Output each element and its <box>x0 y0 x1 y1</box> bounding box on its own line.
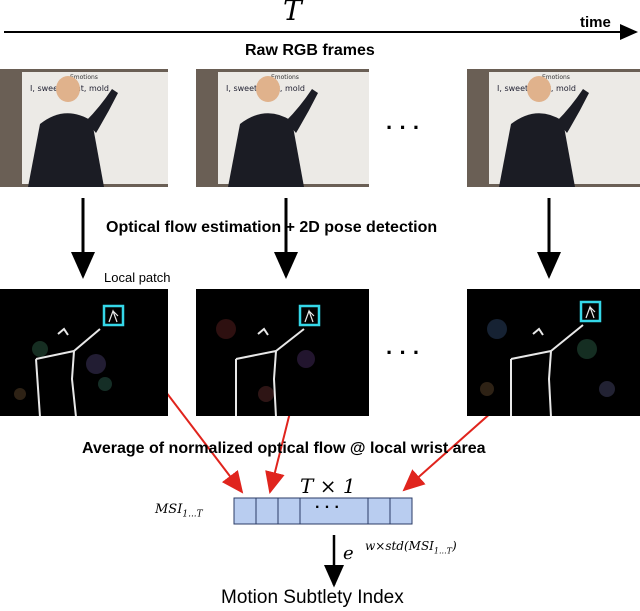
timeline-symbol: T <box>283 0 302 27</box>
msi-vector <box>233 497 413 525</box>
svg-text:Emotions: Emotions <box>542 74 570 81</box>
rgb-frame-1: Emotions I, sweety, eat, mold <box>0 69 168 187</box>
flow-frame-2 <box>196 289 369 416</box>
average-label: Average of normalized optical flow @ loc… <box>82 440 486 457</box>
flow-frame-1 <box>0 289 168 416</box>
ellipsis-rgb: · · · <box>386 115 421 140</box>
vector-dots: · · · <box>315 499 340 516</box>
rgb-frame-3: Emotions I, sweety, eat, mold <box>467 69 640 187</box>
transform-base: e <box>343 543 354 564</box>
output-label: Motion Subtlety Index <box>221 587 404 608</box>
svg-text:Emotions: Emotions <box>271 74 299 81</box>
estimation-label: Optical flow estimation + 2D pose detect… <box>106 219 438 236</box>
local-patch-label: Local patch <box>104 270 171 285</box>
msi-label: MSI1...T <box>155 502 203 520</box>
transform-exponent: w×std(MSI1...T) <box>365 539 457 556</box>
ellipsis-flow: · · · <box>386 340 421 365</box>
flow-frame-3 <box>467 289 640 416</box>
vector-size-label: T × 1 <box>300 474 356 498</box>
rgb-frame-2: Emotions I, sweety, eat, mold <box>196 69 369 187</box>
raw-frames-label: Raw RGB frames <box>245 42 375 59</box>
timeline-label: time <box>580 14 611 31</box>
svg-text:Emotions: Emotions <box>70 74 98 81</box>
